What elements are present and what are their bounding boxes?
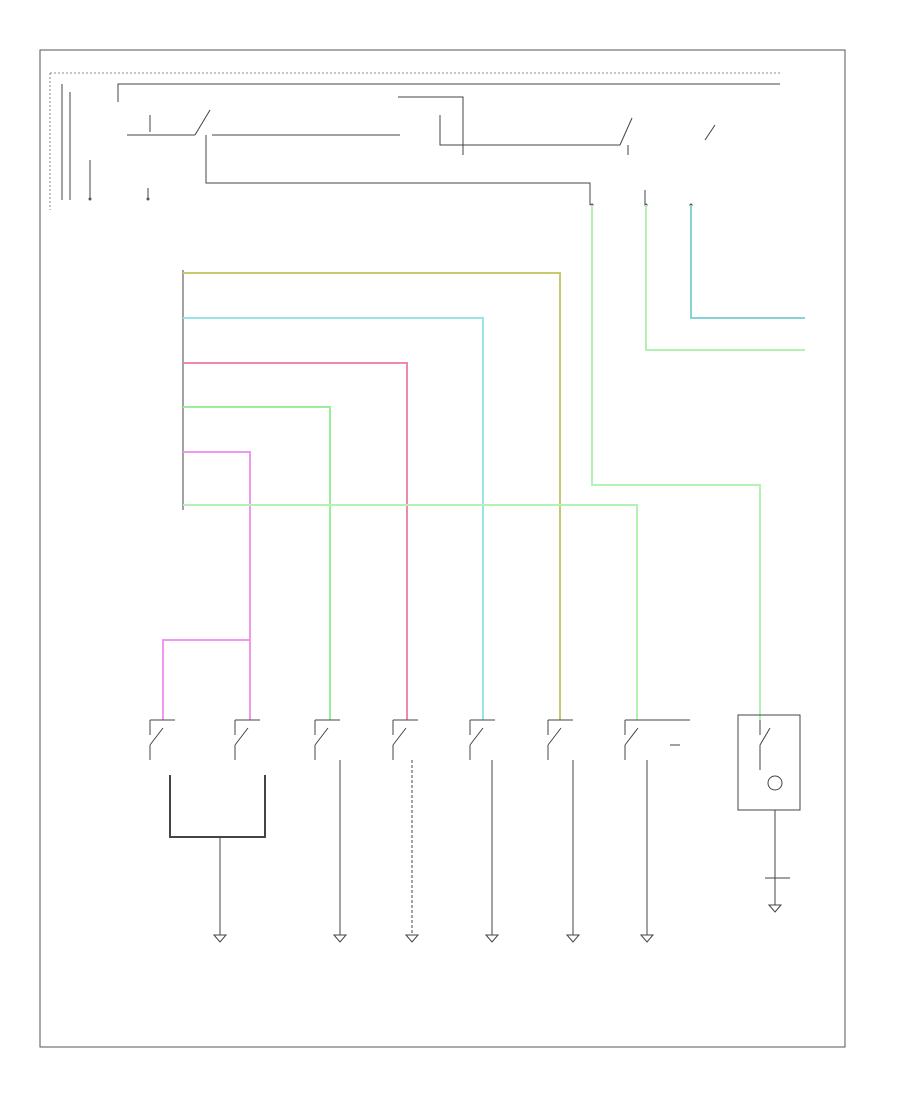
ground-wiring bbox=[169, 760, 648, 935]
wire-magenta-branch bbox=[162, 639, 250, 720]
switch-row bbox=[149, 719, 690, 760]
wire-light-blue bbox=[183, 317, 484, 720]
lamp-assembly bbox=[737, 714, 801, 905]
wire-green bbox=[183, 406, 331, 720]
wire-light-green-right bbox=[591, 205, 761, 720]
wire-magenta bbox=[183, 451, 251, 720]
wire-light-green-lower bbox=[183, 504, 638, 720]
wire-pink bbox=[183, 362, 408, 720]
ground-symbols bbox=[212, 904, 783, 943]
top-wiring bbox=[61, 83, 780, 207]
wire-yellow-green bbox=[183, 272, 561, 720]
diagram-frame bbox=[39, 49, 846, 1048]
wire-teal bbox=[690, 205, 805, 319]
wire-light-green-upper bbox=[645, 205, 805, 351]
